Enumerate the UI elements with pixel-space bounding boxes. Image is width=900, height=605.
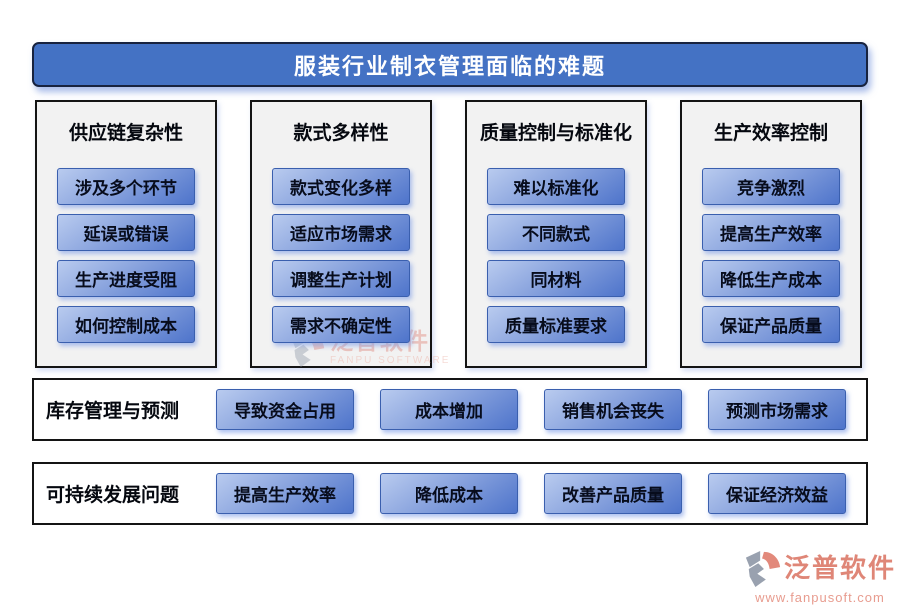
band-label: 库存管理与预测 — [46, 401, 180, 422]
band-buttons: 导致资金占用 成本增加 销售机会丧失 预测市场需求 — [216, 389, 846, 430]
node-button[interactable]: 预测市场需求 — [708, 389, 846, 430]
node-button[interactable]: 保证经济效益 — [708, 473, 846, 514]
node-button[interactable]: 提高生产效率 — [702, 214, 840, 251]
node-button[interactable]: 不同款式 — [487, 214, 625, 251]
column-supply-chain: 供应链复杂性 涉及多个环节 延误或错误 生产进度受阻 如何控制成本 — [35, 100, 217, 368]
node-button[interactable]: 涉及多个环节 — [57, 168, 195, 205]
node-button[interactable]: 改善产品质量 — [544, 473, 682, 514]
brand-url[interactable]: www.fanpusoft.com — [755, 590, 885, 605]
node-button[interactable]: 延误或错误 — [57, 214, 195, 251]
node-button[interactable]: 难以标准化 — [487, 168, 625, 205]
node-button[interactable]: 质量标准要求 — [487, 306, 625, 343]
band-buttons: 提高生产效率 降低成本 改善产品质量 保证经济效益 — [216, 473, 846, 514]
node-button[interactable]: 提高生产效率 — [216, 473, 354, 514]
column-quality-control: 质量控制与标准化 难以标准化 不同款式 同材料 质量标准要求 — [465, 100, 647, 368]
column-header: 生产效率控制 — [713, 123, 828, 144]
node-button[interactable]: 保证产品质量 — [702, 306, 840, 343]
node-button[interactable]: 销售机会丧失 — [544, 389, 682, 430]
footer-brand: 泛普软件 www.fanpusoft.com — [744, 548, 896, 605]
node-button[interactable]: 竞争激烈 — [702, 168, 840, 205]
node-button[interactable]: 生产进度受阻 — [57, 260, 195, 297]
page-title: 服装行业制衣管理面临的难题 — [293, 53, 606, 79]
column-production-efficiency: 生产效率控制 竞争激烈 提高生产效率 降低生产成本 保证产品质量 — [680, 100, 862, 368]
node-button[interactable]: 如何控制成本 — [57, 306, 195, 343]
column-header: 质量控制与标准化 — [479, 123, 632, 144]
band-label: 可持续发展问题 — [46, 485, 180, 506]
node-button[interactable]: 需求不确定性 — [272, 306, 410, 343]
node-button[interactable]: 导致资金占用 — [216, 389, 354, 430]
brand-name: 泛普软件 — [784, 554, 897, 583]
title-banner: 服装行业制衣管理面临的难题 — [32, 42, 868, 87]
node-button[interactable]: 降低成本 — [380, 473, 518, 514]
column-header: 供应链复杂性 — [68, 123, 183, 144]
node-button[interactable]: 降低生产成本 — [702, 260, 840, 297]
node-button[interactable]: 同材料 — [487, 260, 625, 297]
fanpu-logo-icon — [745, 550, 781, 588]
node-button[interactable]: 适应市场需求 — [272, 214, 410, 251]
columns-area: 供应链复杂性 涉及多个环节 延误或错误 生产进度受阻 如何控制成本 款式多样性 … — [35, 100, 862, 368]
band-sustainability: 可持续发展问题 提高生产效率 降低成本 改善产品质量 保证经济效益 — [32, 462, 868, 525]
node-button[interactable]: 成本增加 — [380, 389, 518, 430]
band-inventory: 库存管理与预测 导致资金占用 成本增加 销售机会丧失 预测市场需求 — [32, 378, 868, 441]
node-button[interactable]: 款式变化多样 — [272, 168, 410, 205]
node-button[interactable]: 调整生产计划 — [272, 260, 410, 297]
column-header: 款式多样性 — [293, 123, 389, 144]
column-style-variety: 款式多样性 款式变化多样 适应市场需求 调整生产计划 需求不确定性 — [250, 100, 432, 368]
